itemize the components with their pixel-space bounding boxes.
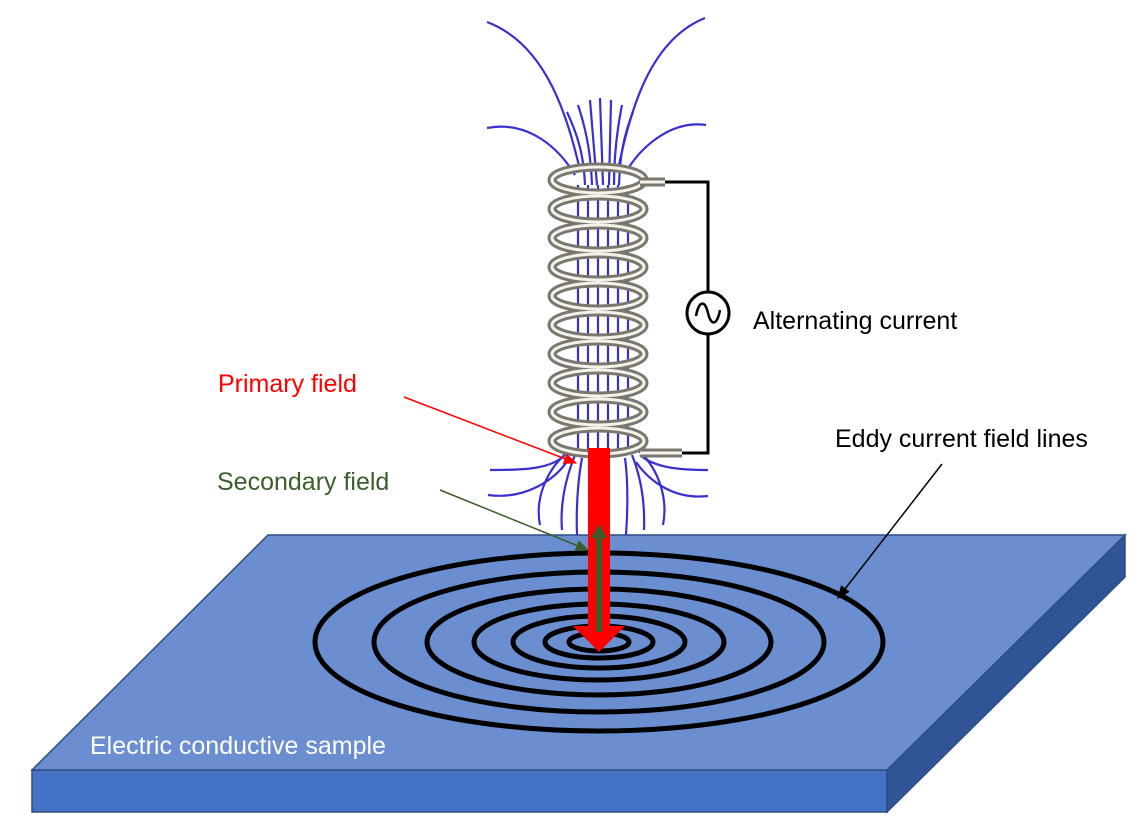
primary-field-pointer <box>403 396 578 464</box>
field-line <box>612 104 624 186</box>
field-line <box>623 457 629 536</box>
eddy-current-field-lines-label: Eddy current field lines <box>835 425 1088 453</box>
field-line <box>575 457 584 536</box>
field-line <box>566 111 587 186</box>
field-line <box>639 454 709 472</box>
eddy-lines-pointer <box>837 463 943 600</box>
field-line <box>576 104 594 186</box>
circuit <box>665 180 731 455</box>
field-line <box>487 459 569 497</box>
sample-label: Electric conductive sample <box>90 732 386 760</box>
sample-top-face <box>30 534 1127 771</box>
field-line <box>598 97 605 186</box>
primary-field-label: Primary field <box>218 370 357 398</box>
circuit-wire <box>665 180 710 292</box>
field-line <box>635 461 709 498</box>
secondary-field-pointer <box>439 489 590 551</box>
coil-highlights <box>550 165 646 456</box>
sample-front-face <box>31 769 888 813</box>
field-line <box>617 111 635 186</box>
ac-source-icon <box>685 290 731 336</box>
secondary-field-label: Secondary field <box>217 468 389 496</box>
alternating-current-label: Alternating current <box>753 307 957 335</box>
field-line <box>616 16 706 171</box>
field-line <box>489 454 566 472</box>
field-line <box>486 20 582 171</box>
coil <box>547 162 682 459</box>
secondary-field-arrow <box>591 524 607 632</box>
circuit-wire <box>682 335 710 455</box>
conductive-sample <box>30 533 1127 814</box>
field-line <box>607 99 613 186</box>
field-line <box>625 123 707 173</box>
field-line <box>630 454 646 531</box>
